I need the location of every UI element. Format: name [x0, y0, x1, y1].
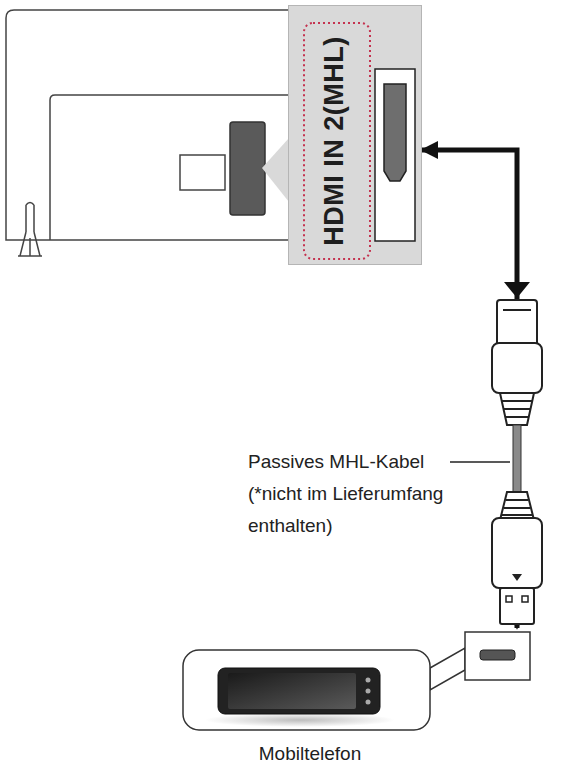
tv-connector-block — [230, 122, 265, 215]
hdmi-plug-body — [492, 343, 542, 393]
usb-strain-relief — [502, 500, 532, 515]
phone-button — [366, 678, 371, 683]
arrow-head — [504, 282, 530, 298]
phone-shadow — [205, 713, 395, 727]
port-label: HDMI IN 2(MHL) — [319, 36, 350, 245]
cable — [513, 425, 521, 492]
hdmi-port-opening — [384, 84, 406, 181]
hdmi-plug-head — [503, 309, 531, 311]
port-panel: HDMI IN 2(MHL) — [288, 5, 422, 265]
hdmi-plug — [492, 300, 542, 425]
hdmi-port — [375, 69, 415, 241]
tv-frame — [6, 10, 288, 240]
cable-label: Passives MHL-Kabel (*nicht im Lieferumfa… — [248, 446, 454, 542]
micro-usb-slot — [480, 650, 515, 660]
tv-back — [6, 10, 288, 256]
orientation-mark — [512, 574, 522, 581]
callout-box — [183, 650, 430, 730]
usb-plug-hole — [522, 596, 528, 602]
usb-plug-hole — [506, 596, 512, 602]
phone-port-zoom — [465, 632, 530, 680]
phone-button — [366, 700, 371, 705]
hdmi-plug-head — [497, 300, 537, 346]
usb-plug — [492, 492, 542, 624]
node-shape — [289, 6, 421, 264]
tv-stand — [18, 203, 42, 257]
phone-body — [218, 668, 380, 714]
tv-connector-block — [180, 155, 225, 190]
leader-line — [450, 461, 510, 463]
callout-tail — [430, 648, 465, 690]
tv-panel — [50, 95, 288, 240]
highlight-frame — [304, 23, 370, 259]
hdmi-strain-relief — [502, 401, 532, 417]
usb-strain-relief — [500, 492, 534, 520]
device-name: Mobiltelefon — [210, 742, 410, 766]
hdmi-strain-relief — [500, 393, 534, 425]
phone-callout: Mobiltelefon — [180, 628, 535, 768]
phone-button — [366, 689, 371, 694]
zoom-wedge — [262, 138, 289, 202]
phone-screen — [228, 673, 356, 709]
usb-plug-body — [492, 518, 542, 588]
usb-plug-tip — [500, 588, 534, 624]
